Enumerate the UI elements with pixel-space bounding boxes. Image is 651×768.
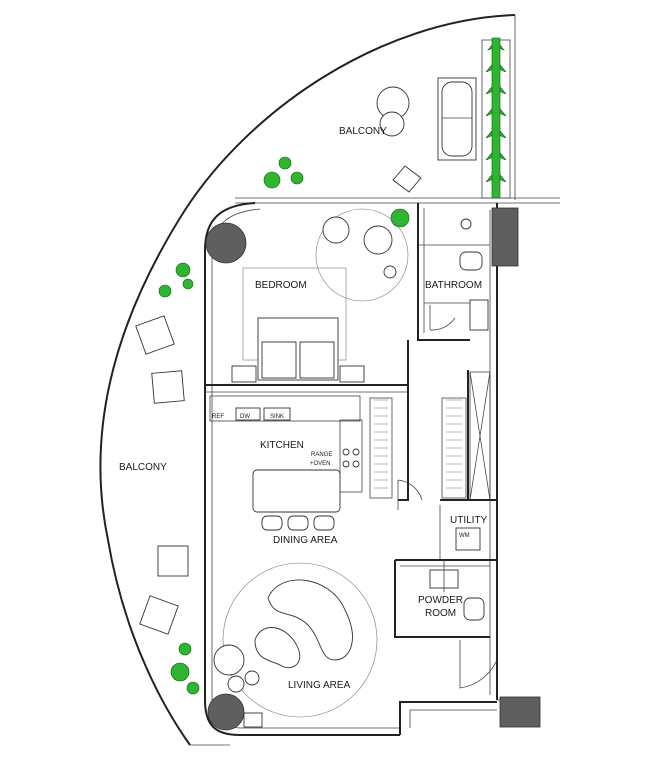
interior-walls <box>205 203 497 638</box>
bedroom-furniture <box>231 208 409 383</box>
label-living-area: LIVING AREA <box>288 680 351 691</box>
columns <box>205 207 541 731</box>
label-range: RANGE <box>311 452 332 458</box>
room-labels: BALCONY BALCONY BEDROOM BATHROOM KITCHEN… <box>119 126 488 691</box>
label-bathroom: BATHROOM <box>425 280 482 291</box>
label-bedroom: BEDROOM <box>255 280 307 291</box>
label-dw: DW <box>240 414 250 420</box>
dining-stools <box>261 515 335 531</box>
label-kitchen: KITCHEN <box>260 440 304 451</box>
column-top-right <box>491 207 519 267</box>
top-balcony-furniture <box>376 77 477 193</box>
label-oven: +OVEN <box>310 461 331 467</box>
label-ref: REF <box>212 414 224 420</box>
column-top-left <box>205 222 247 264</box>
label-utility: UTILITY <box>450 515 488 526</box>
kitchen-layout <box>209 395 467 513</box>
shrubs <box>158 156 410 695</box>
left-balcony-chairs <box>135 315 189 635</box>
fixture-labels: REF DW SINK RANGE +OVEN WM <box>212 414 470 539</box>
label-balcony-top: BALCONY <box>339 126 387 137</box>
label-balcony-left: BALCONY <box>119 462 167 473</box>
balcony-outline <box>99 14 560 746</box>
planter-strip <box>481 37 511 199</box>
label-powder-room: ROOM <box>425 608 456 619</box>
label-powder: POWDER <box>418 595 463 606</box>
label-sink: SINK <box>270 414 284 420</box>
label-wm: WM <box>459 533 470 539</box>
column-bottom-right <box>499 696 541 728</box>
doors <box>397 479 445 592</box>
bathroom-fixtures <box>429 218 489 331</box>
label-dining-area: DINING AREA <box>273 535 338 546</box>
column-bottom-left <box>207 693 245 731</box>
living-furniture <box>213 562 378 728</box>
